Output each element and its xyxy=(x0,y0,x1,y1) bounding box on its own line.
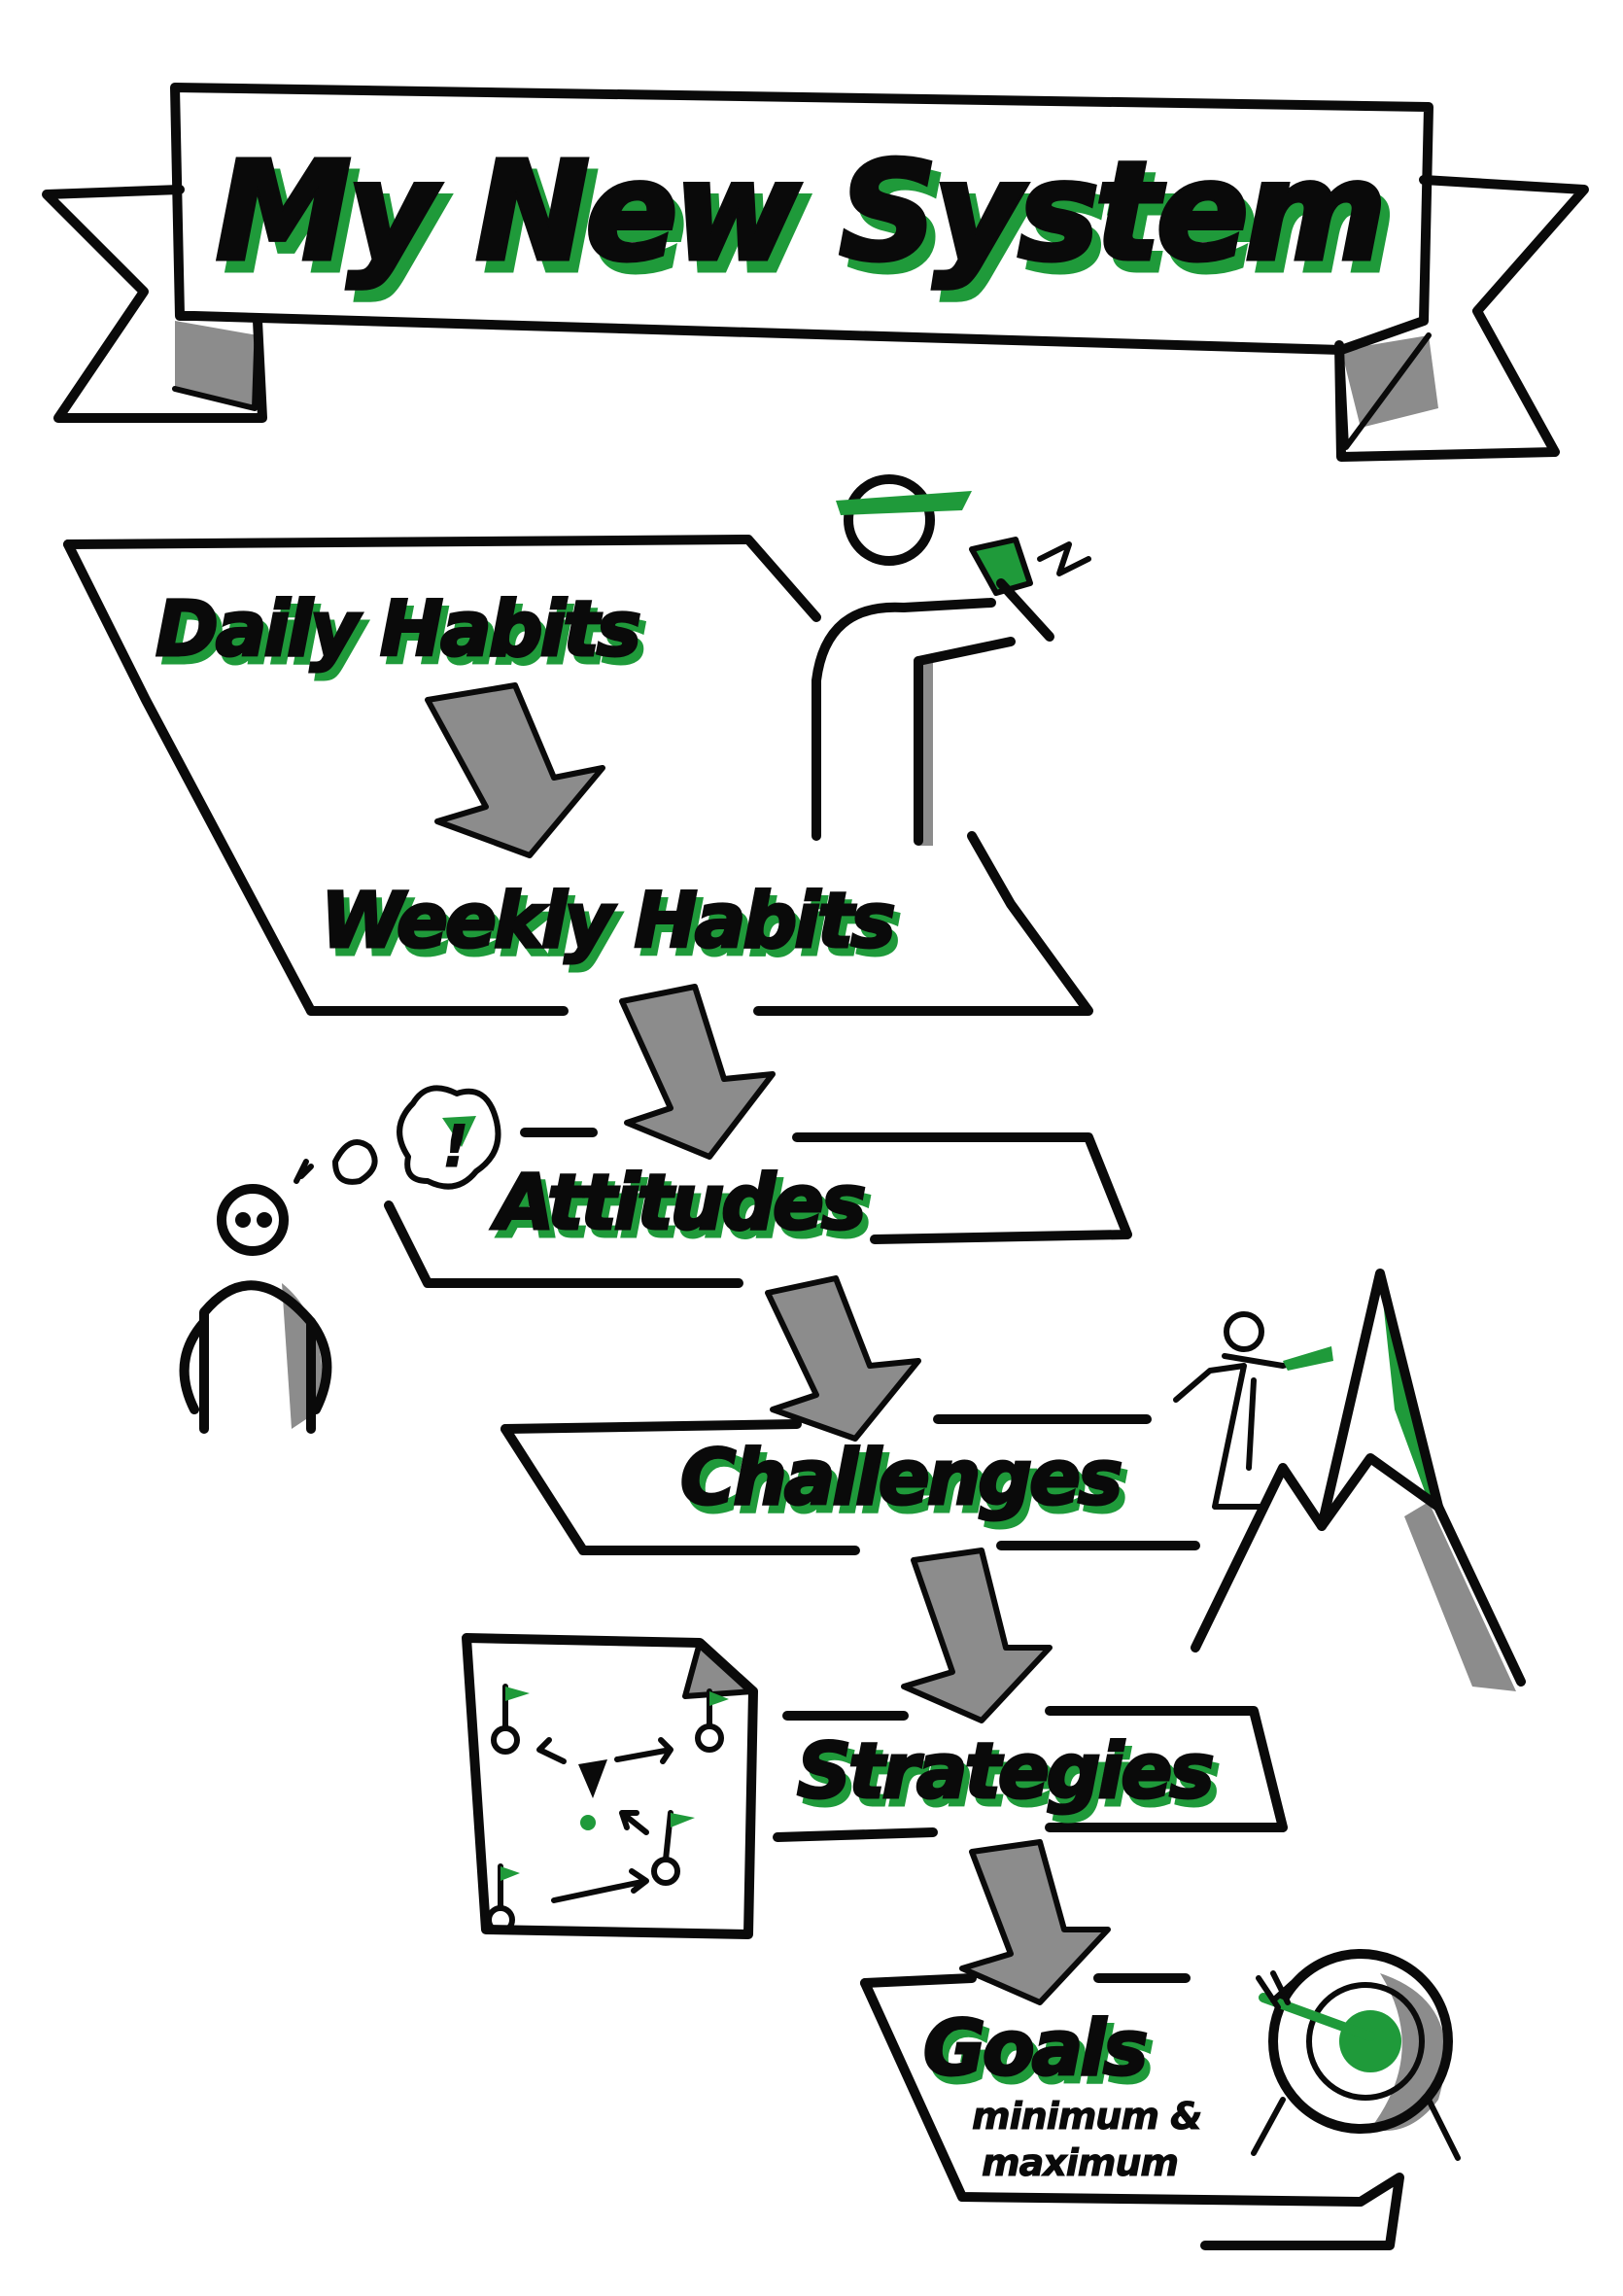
banner-icon xyxy=(42,83,1589,462)
daily-habits-shadow: Daily Habits xyxy=(161,594,645,681)
weekly-habits-label: Weekly Habits xyxy=(321,878,893,965)
challenges-label: Challenges xyxy=(680,1435,1121,1522)
weekly-habits-shadow: Weekly Habits xyxy=(327,886,899,973)
thinking-person-icon: ! xyxy=(179,1085,501,1434)
mountain-climber-flag-icon xyxy=(1173,1269,1526,1691)
attitudes-label: Attitudes xyxy=(490,1160,864,1247)
down-arrow-icon xyxy=(765,1275,921,1442)
strategy-map-document-icon xyxy=(462,1633,758,1939)
page-title-shadow: My New System xyxy=(224,145,1392,303)
worker-with-hammer-icon xyxy=(812,474,1091,846)
page-title: My New System xyxy=(216,133,1383,292)
daily-habits-label: Daily Habits xyxy=(155,586,639,674)
down-arrow-icon xyxy=(619,984,776,1160)
goals-label: Goals xyxy=(923,2005,1146,2093)
thought-symbol: ! xyxy=(442,1113,468,1181)
goals-shape xyxy=(860,1973,1404,2250)
habits-shape xyxy=(63,535,1093,1016)
strategies-shadow: Strategies xyxy=(803,1736,1218,1824)
goals-note-line2: maximum xyxy=(982,2141,1178,2184)
strategies-label: Strategies xyxy=(797,1728,1212,1816)
challenges-shadow: Challenges xyxy=(686,1443,1126,1530)
down-arrow-icon xyxy=(959,1839,1111,2005)
strategies-shape xyxy=(773,1706,1288,1842)
target-arrow-icon xyxy=(1251,1949,1461,2161)
attitudes-shape xyxy=(384,1128,1132,1288)
challenges-shape xyxy=(501,1414,1200,1555)
down-arrow-icon xyxy=(901,1548,1053,1723)
goals-shadow: Goals xyxy=(929,2013,1152,2101)
goals-note-line1: minimum & xyxy=(972,2095,1201,2138)
attitudes-shadow: Attitudes xyxy=(496,1167,870,1255)
down-arrow-icon xyxy=(425,682,605,858)
